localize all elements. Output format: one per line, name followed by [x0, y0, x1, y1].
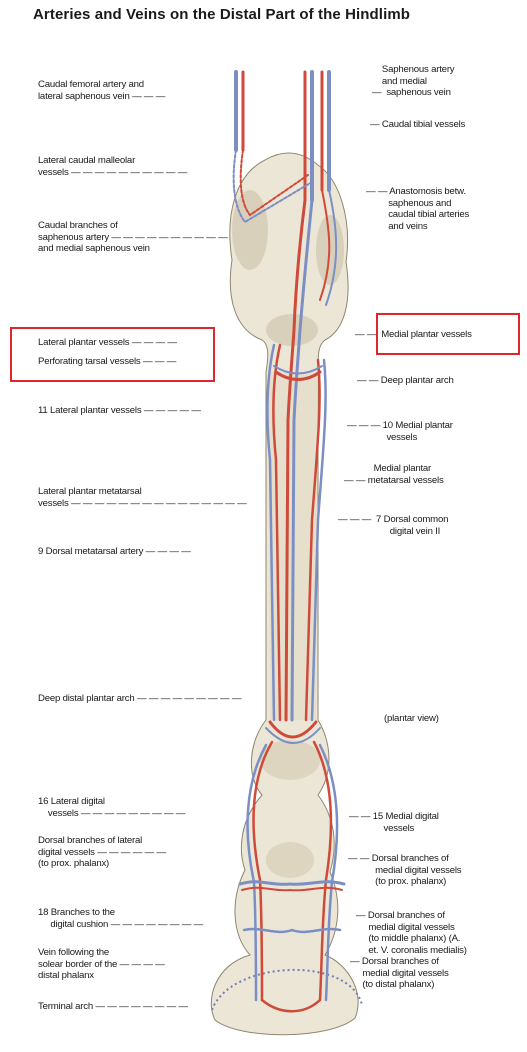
label-terminal-arch: Terminal arch — — — — — — — —: [38, 1001, 188, 1013]
label-dorsal-branches-medial-middle: — Dorsal branches of medial digital vess…: [356, 910, 467, 956]
label-caudal-tibial-vessels: — Caudal tibial vessels: [370, 119, 465, 131]
label-branches-cushion-18: 18 Branches to the digital cushion — — —…: [38, 907, 203, 930]
label-dorsal-branches-medial-distal: — Dorsal branches of medial digital vess…: [350, 956, 449, 991]
label-lateral-plantar-11: 11 Lateral plantar vessels — — — — —: [38, 405, 201, 417]
label-dorsal-branches-lateral: Dorsal branches of lateral digital vesse…: [38, 835, 166, 870]
label-medial-plantar-10: — — — 10 Medial plantar vessels: [347, 420, 453, 443]
label-lateral-plantar-metatarsal: Lateral plantar metatarsal vessels — — —…: [38, 486, 246, 509]
highlight-box-medial-plantar: [376, 313, 520, 355]
label-anastomosis: — — Anastomosis betw. saphenous and caud…: [366, 186, 469, 232]
label-lateral-digital-16: 16 Lateral digital vessels — — — — — — —…: [38, 796, 185, 819]
label-caudal-femoral: Caudal femoral artery and lateral saphen…: [38, 79, 165, 102]
label-deep-plantar-arch: — — Deep plantar arch: [357, 375, 454, 387]
diagram-title: Arteries and Veins on the Distal Part of…: [33, 6, 410, 23]
label-saphenous-artery: Saphenous artery and medial — saphenous …: [372, 64, 454, 99]
label-deep-distal-plantar-arch: Deep distal plantar arch — — — — — — — —…: [38, 693, 241, 705]
highlight-box-lateral-plantar: [10, 327, 215, 382]
label-plantar-view: (plantar view): [384, 713, 439, 725]
label-caudal-branches: Caudal branches of saphenous artery — — …: [38, 220, 228, 255]
label-dorsal-metatarsal: 9 Dorsal metatarsal artery — — — —: [38, 546, 191, 558]
label-dorsal-branches-medial-prox: — — Dorsal branches of medial digital ve…: [348, 853, 461, 888]
label-lateral-caudal-malleolar: Lateral caudal malleolar vessels — — — —…: [38, 155, 187, 178]
label-dorsal-common-digital: — — — 7 Dorsal common digital vein II: [338, 514, 448, 537]
label-medial-plantar-metatarsal: Medial plantar — — metatarsal vessels: [344, 463, 444, 486]
label-vein-solear: Vein following the solear border of the …: [38, 947, 165, 982]
label-medial-digital-15: — — 15 Medial digital vessels: [349, 811, 439, 834]
